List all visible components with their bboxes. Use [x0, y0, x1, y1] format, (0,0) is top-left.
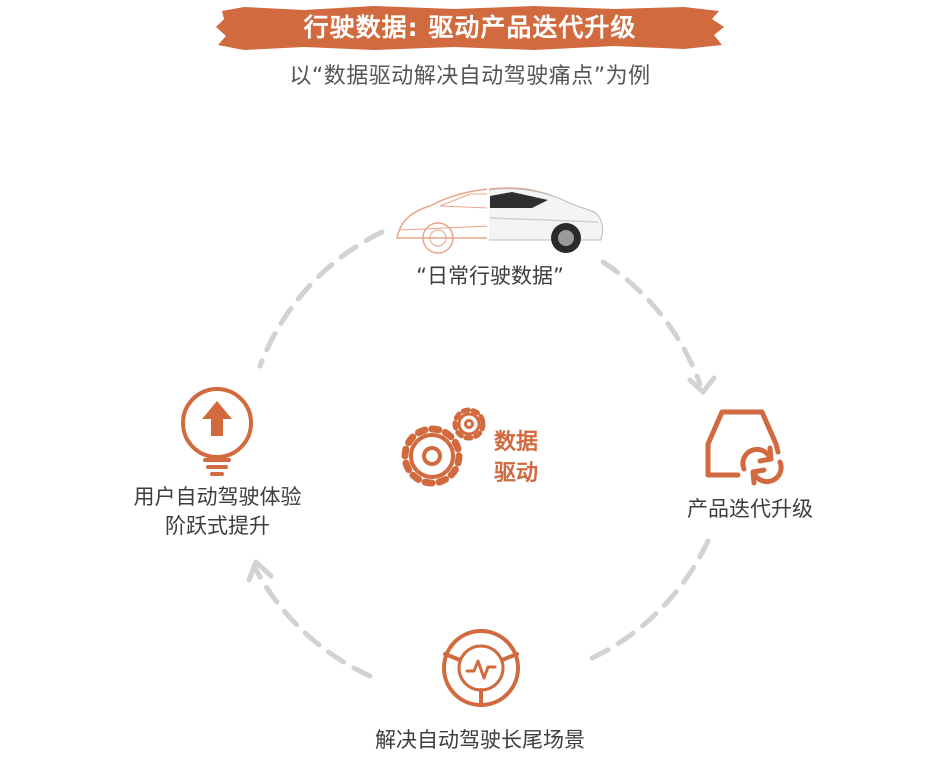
arrowhead-right — [687, 375, 717, 395]
gears-icon — [401, 407, 486, 487]
label-daily-driving-data: “日常行驶数据” — [416, 264, 564, 288]
car-illustration — [396, 186, 603, 254]
label-long-tail-scenarios: 解决自动驾驶长尾场景 — [375, 728, 585, 752]
arc-top-right — [600, 259, 703, 387]
arc-top-left — [257, 229, 385, 369]
arc-bottom-right — [585, 538, 711, 663]
label-user-experience-line1: 用户自动驾驶体验 — [133, 485, 302, 509]
arc-bottom-left — [251, 563, 373, 679]
page-title: 行驶数据: 驱动产品迭代升级 — [303, 13, 637, 42]
brush-stroke-background — [216, 6, 724, 50]
car-refresh-icon — [705, 409, 784, 486]
label-user-experience-line2: 阶跃式提升 — [165, 514, 270, 538]
label-product-iteration: 产品迭代升级 — [687, 497, 813, 521]
center-label-line1: 数据 — [494, 430, 539, 455]
lightbulb-arrow-up-icon — [181, 387, 253, 476]
subtitle: 以“数据驱动解决自动驾驶痛点”为例 — [289, 64, 651, 89]
title-banner: 行驶数据: 驱动产品迭代升级 — [214, 5, 726, 51]
steering-wheel-pulse-icon — [442, 629, 520, 707]
center-label: 数据 驱动 — [494, 427, 564, 489]
center-label-line2: 驱动 — [494, 461, 539, 486]
arrowhead-left — [246, 559, 274, 583]
